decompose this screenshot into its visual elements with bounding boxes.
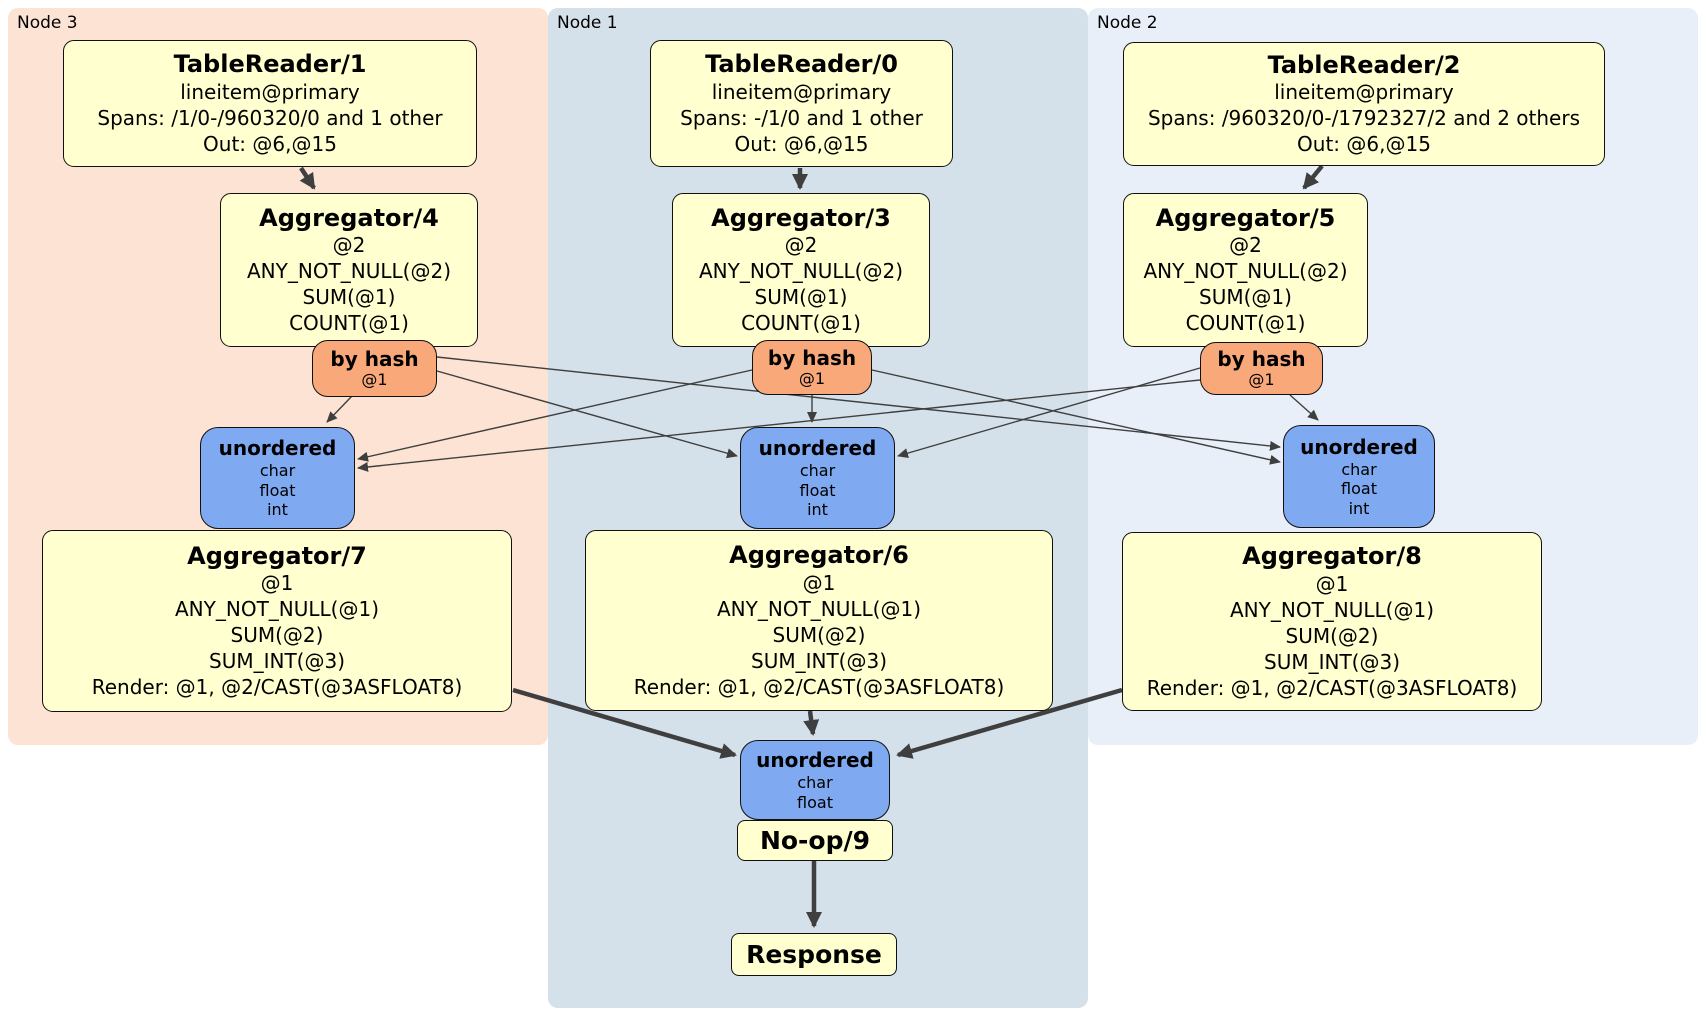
region-label-node3: Node 3 (17, 13, 78, 33)
processor-tablereader-1: TableReader/1 lineitem@primary Spans: /1… (63, 40, 477, 167)
sync-column-type: int (267, 500, 288, 520)
processor-aggregator-3: Aggregator/3 @2 ANY_NOT_NULL(@2) SUM(@1)… (672, 193, 930, 347)
sync-column-type: char (259, 461, 296, 481)
router-by-hash-node1: by hash @1 (752, 340, 872, 395)
sync-title: unordered (218, 436, 337, 461)
processor-title: Aggregator/7 (187, 541, 367, 570)
processor-line: @1 (1315, 571, 1349, 596)
sync-column-type: float (1341, 479, 1377, 499)
processor-line: ANY_NOT_NULL(@2) (699, 259, 903, 284)
processor-line: SUM_INT(@3) (1264, 649, 1400, 674)
sync-column-type: char (1341, 459, 1377, 479)
processor-line: @1 (802, 570, 836, 595)
sync-column-type: float (797, 792, 833, 812)
router-by-hash-node3: by hash @1 (312, 340, 437, 397)
sync-unordered-node3: unordered char float int (200, 427, 355, 529)
processor-line: ANY_NOT_NULL(@2) (247, 259, 451, 284)
processor-line: Spans: /960320/0-/1792327/2 and 2 others (1147, 106, 1580, 131)
region-label-node2: Node 2 (1097, 13, 1158, 33)
sync-unordered-node1: unordered char float int (740, 427, 895, 529)
router-key: @1 (361, 369, 388, 389)
sync-column-type: float (799, 480, 836, 500)
processor-line: COUNT(@1) (1185, 311, 1306, 336)
processor-title: Aggregator/6 (729, 541, 909, 570)
router-key: @1 (798, 368, 826, 388)
processor-line: COUNT(@1) (289, 311, 409, 336)
processor-line: @1 (260, 571, 294, 596)
processor-aggregator-4: Aggregator/4 @2 ANY_NOT_NULL(@2) SUM(@1)… (220, 193, 478, 347)
processor-line: lineitem@primary (711, 79, 892, 104)
processor-aggregator-5: Aggregator/5 @2 ANY_NOT_NULL(@2) SUM(@1)… (1123, 193, 1368, 347)
sync-title: unordered (756, 747, 874, 772)
processor-line: Spans: /1/0-/960320/0 and 1 other (97, 105, 443, 130)
processor-title: TableReader/0 (705, 50, 898, 79)
router-title: by hash (767, 345, 857, 370)
processor-title: Response (746, 939, 882, 969)
processor-noop-9: No-op/9 (737, 820, 893, 861)
processor-line: Out: @6,@15 (734, 131, 869, 156)
router-key: @1 (1248, 369, 1275, 389)
processor-line: SUM(@2) (1285, 623, 1379, 648)
processor-title: Aggregator/5 (1155, 203, 1336, 232)
processor-line: Render: @1, @2/CAST(@3ASFLOAT8) (91, 675, 463, 700)
processor-line: ANY_NOT_NULL(@1) (1230, 597, 1434, 622)
sync-unordered-node2: unordered char float int (1283, 425, 1435, 528)
processor-title: No-op/9 (759, 825, 871, 855)
processor-line: Out: @6,@15 (203, 131, 337, 156)
processor-line: @2 (784, 233, 818, 258)
processor-line: @2 (332, 233, 366, 258)
processor-line: lineitem@primary (180, 79, 360, 104)
processor-aggregator-7: Aggregator/7 @1 ANY_NOT_NULL(@1) SUM(@2)… (42, 530, 512, 712)
processor-line: Out: @6,@15 (1297, 132, 1431, 157)
router-by-hash-node2: by hash @1 (1200, 342, 1323, 395)
processor-line: SUM(@2) (230, 623, 324, 648)
processor-line: SUM(@1) (1199, 285, 1292, 310)
processor-line: Render: @1, @2/CAST(@3ASFLOAT8) (633, 674, 1005, 699)
processor-tablereader-0: TableReader/0 lineitem@primary Spans: -/… (650, 40, 953, 167)
processor-line: ANY_NOT_NULL(@2) (1143, 259, 1348, 284)
processor-title: TableReader/1 (173, 50, 367, 79)
router-title: by hash (330, 346, 419, 371)
processor-line: COUNT(@1) (741, 311, 861, 336)
sync-column-type: int (1348, 498, 1370, 518)
processor-title: Aggregator/8 (1242, 542, 1422, 571)
processor-tablereader-2: TableReader/2 lineitem@primary Spans: /9… (1123, 42, 1605, 166)
processor-aggregator-6: Aggregator/6 @1 ANY_NOT_NULL(@1) SUM(@2)… (585, 530, 1053, 711)
processor-line: SUM_INT(@3) (209, 649, 345, 674)
sync-column-type: char (799, 461, 836, 481)
processor-line: @2 (1229, 233, 1262, 258)
processor-title: TableReader/2 (1267, 50, 1461, 79)
processor-line: SUM_INT(@3) (751, 648, 887, 673)
sync-unordered-final: unordered char float (740, 740, 890, 820)
processor-line: Spans: -/1/0 and 1 other (680, 105, 923, 130)
sync-column-type: float (259, 480, 296, 500)
sync-column-type: int (807, 500, 828, 520)
processor-line: SUM(@1) (302, 285, 396, 310)
processor-title: Aggregator/3 (711, 203, 891, 232)
sync-column-type: char (797, 772, 833, 792)
region-label-node1: Node 1 (557, 13, 618, 33)
processor-line: SUM(@1) (754, 285, 848, 310)
processor-line: lineitem@primary (1274, 80, 1454, 105)
processor-line: ANY_NOT_NULL(@1) (717, 596, 921, 621)
processor-aggregator-8: Aggregator/8 @1 ANY_NOT_NULL(@1) SUM(@2)… (1122, 532, 1542, 711)
response-node: Response (731, 933, 897, 976)
processor-title: Aggregator/4 (259, 203, 439, 232)
processor-line: ANY_NOT_NULL(@1) (175, 597, 379, 622)
router-title: by hash (1217, 346, 1306, 371)
processor-line: SUM(@2) (772, 622, 866, 647)
sync-title: unordered (1300, 434, 1418, 459)
processor-line: Render: @1, @2/CAST(@3ASFLOAT8) (1146, 675, 1518, 700)
sync-title: unordered (758, 436, 877, 461)
